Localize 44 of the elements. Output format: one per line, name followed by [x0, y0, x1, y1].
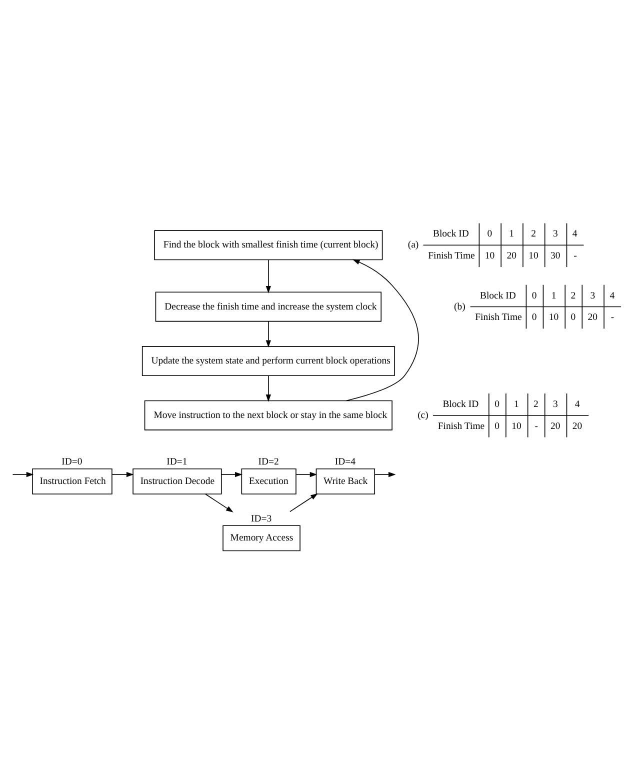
label: Block ID [480, 290, 516, 301]
label: 20 [550, 420, 560, 432]
label: Block ID [432, 228, 469, 240]
label: 20 [588, 312, 598, 323]
node-label: ID=1 [166, 456, 188, 467]
label: 20 [572, 420, 582, 432]
node-label: ID=4 [334, 456, 356, 467]
label: 0 [532, 312, 537, 323]
label: 2 [534, 398, 538, 410]
label: 0 [487, 228, 492, 240]
label: 20 [506, 250, 516, 262]
label: 0 [570, 312, 576, 323]
node-label: ID=0 [62, 456, 82, 467]
label: - [534, 420, 538, 432]
label: (b) [454, 300, 466, 312]
label: 3 [590, 290, 596, 301]
label: (c) [418, 409, 428, 420]
label: 1 [514, 398, 519, 410]
label: 4 [610, 290, 615, 301]
label: - [574, 250, 577, 262]
label: Block ID [442, 398, 479, 410]
label: 2 [570, 290, 576, 301]
label: 4 [574, 398, 580, 410]
label: 10 [528, 250, 538, 262]
label: 10 [484, 250, 495, 262]
label: 1 [509, 228, 514, 240]
label: 0 [494, 398, 500, 410]
label: 2 [531, 228, 536, 240]
label: 10 [512, 420, 522, 432]
label: 1 [551, 290, 556, 301]
label: Finish Time [475, 312, 522, 323]
label: 4 [572, 228, 578, 240]
label: 10 [548, 312, 559, 323]
label: Finish Time [428, 250, 475, 262]
node-label: ID=3 [250, 512, 272, 524]
label: 0 [532, 290, 537, 301]
label: (a) [408, 239, 419, 250]
node-label: ID=2 [258, 456, 279, 467]
label: - [610, 312, 614, 323]
label: 0 [494, 420, 500, 432]
label: 3 [552, 228, 558, 240]
label: 3 [552, 398, 558, 410]
label: Finish Time [438, 420, 485, 432]
label: 30 [550, 250, 560, 262]
